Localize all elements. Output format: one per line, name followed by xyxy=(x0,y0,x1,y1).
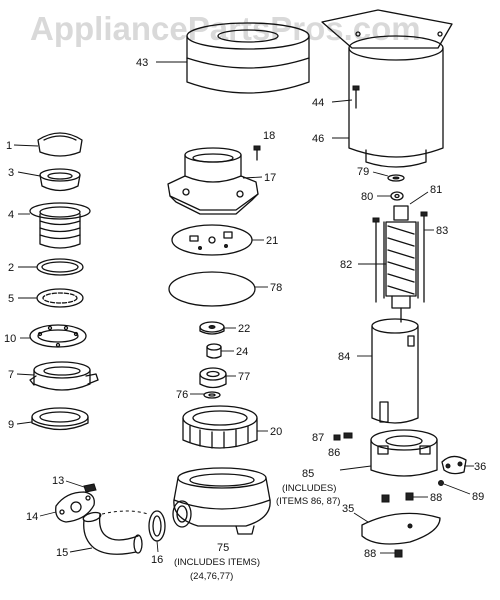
label-20: 20 xyxy=(270,426,282,438)
part-7-mounting-ring[interactable] xyxy=(29,361,99,391)
part-82-rotor-armature[interactable] xyxy=(383,205,419,323)
part-85-end-bell[interactable] xyxy=(370,429,438,477)
part-10-snap-ring[interactable] xyxy=(29,324,87,348)
label-88-lower: 88 xyxy=(364,548,376,560)
part-77-bearing[interactable] xyxy=(199,367,227,389)
label-77: 77 xyxy=(238,371,250,383)
part-84-stator[interactable] xyxy=(371,318,419,424)
part-35-bottom-cover[interactable] xyxy=(361,512,441,545)
part-43-cushion-mount[interactable] xyxy=(186,22,310,94)
label-43: 43 xyxy=(136,57,148,69)
label-84: 84 xyxy=(338,351,350,363)
label-17: 17 xyxy=(264,172,276,184)
part-20-stationary-ring[interactable] xyxy=(182,405,258,449)
label-10: 10 xyxy=(4,333,16,345)
label-82: 82 xyxy=(340,259,352,271)
label-3: 3 xyxy=(8,167,14,179)
part-24-bushing[interactable] xyxy=(206,343,222,359)
label-18: 18 xyxy=(263,130,275,142)
part-22-washer[interactable] xyxy=(199,321,225,335)
label-5: 5 xyxy=(8,293,14,305)
part-78-o-ring[interactable] xyxy=(168,271,256,307)
label-81: 81 xyxy=(430,184,442,196)
part-87-screw[interactable] xyxy=(333,434,341,441)
label-9: 9 xyxy=(8,419,14,431)
part-89-screw[interactable] xyxy=(438,480,444,486)
part-14-discharge-flange[interactable] xyxy=(55,491,95,523)
watermark-text: AppliancePartsPros.com xyxy=(30,10,421,47)
part-88-nut-upper[interactable] xyxy=(381,492,414,503)
label-14: 14 xyxy=(26,511,38,523)
label-80: 80 xyxy=(361,191,373,203)
label-36: 36 xyxy=(474,461,486,473)
part-36-terminal-bracket[interactable] xyxy=(441,455,467,475)
label-89: 89 xyxy=(472,491,484,503)
part-88-nut-lower[interactable] xyxy=(394,549,403,558)
note-85-line2: (ITEMS 86, 87) xyxy=(276,496,340,507)
note-85-line1: (INCLUDES) xyxy=(282,483,336,494)
part-76-thrust-washer[interactable] xyxy=(203,391,221,399)
part-4-sink-flange[interactable] xyxy=(29,202,91,249)
note-75-line1: (INCLUDES ITEMS) xyxy=(174,557,260,568)
part-86-clip[interactable] xyxy=(343,432,353,439)
label-7: 7 xyxy=(8,369,14,381)
label-76: 76 xyxy=(176,389,188,401)
label-85: 85 xyxy=(302,468,314,480)
label-22: 22 xyxy=(238,323,250,335)
label-75: 75 xyxy=(217,542,229,554)
label-16: 16 xyxy=(151,554,163,566)
label-46: 46 xyxy=(312,133,324,145)
part-80-washer[interactable] xyxy=(390,191,404,201)
part-2-fiber-gasket[interactable] xyxy=(36,258,84,276)
label-88-upper: 88 xyxy=(430,492,442,504)
part-18-screw[interactable] xyxy=(253,145,261,161)
part-1-splash-guard[interactable] xyxy=(37,132,83,157)
label-1: 1 xyxy=(6,140,12,152)
label-13: 13 xyxy=(52,475,64,487)
label-86: 86 xyxy=(328,447,340,459)
label-15: 15 xyxy=(56,547,68,559)
part-3-stopper[interactable] xyxy=(39,168,81,192)
label-4: 4 xyxy=(8,209,14,221)
label-44: 44 xyxy=(312,97,324,109)
part-5-backup-ring[interactable] xyxy=(36,288,84,308)
part-21-shredder-plate[interactable] xyxy=(171,224,253,256)
label-21: 21 xyxy=(266,235,278,247)
label-2: 2 xyxy=(8,262,14,274)
part-16-discharge-gasket[interactable] xyxy=(148,510,166,542)
part-75-lower-housing[interactable] xyxy=(172,467,271,535)
label-78: 78 xyxy=(270,282,282,294)
label-79: 79 xyxy=(357,166,369,178)
part-13-screw[interactable] xyxy=(83,483,97,493)
part-44-screw[interactable] xyxy=(352,85,360,109)
label-24: 24 xyxy=(236,346,248,358)
part-46-motor-shell[interactable] xyxy=(321,9,453,168)
part-83-through-bolts[interactable] xyxy=(372,211,428,303)
label-87: 87 xyxy=(312,432,324,444)
label-35: 35 xyxy=(342,503,354,515)
label-83: 83 xyxy=(436,225,448,237)
part-79-washer[interactable] xyxy=(387,174,405,182)
part-15-discharge-tube[interactable] xyxy=(82,510,149,555)
note-75-line2: (24,76,77) xyxy=(190,571,233,582)
part-17-upper-housing[interactable] xyxy=(167,147,259,215)
part-9-mounting-gasket[interactable] xyxy=(31,407,89,431)
